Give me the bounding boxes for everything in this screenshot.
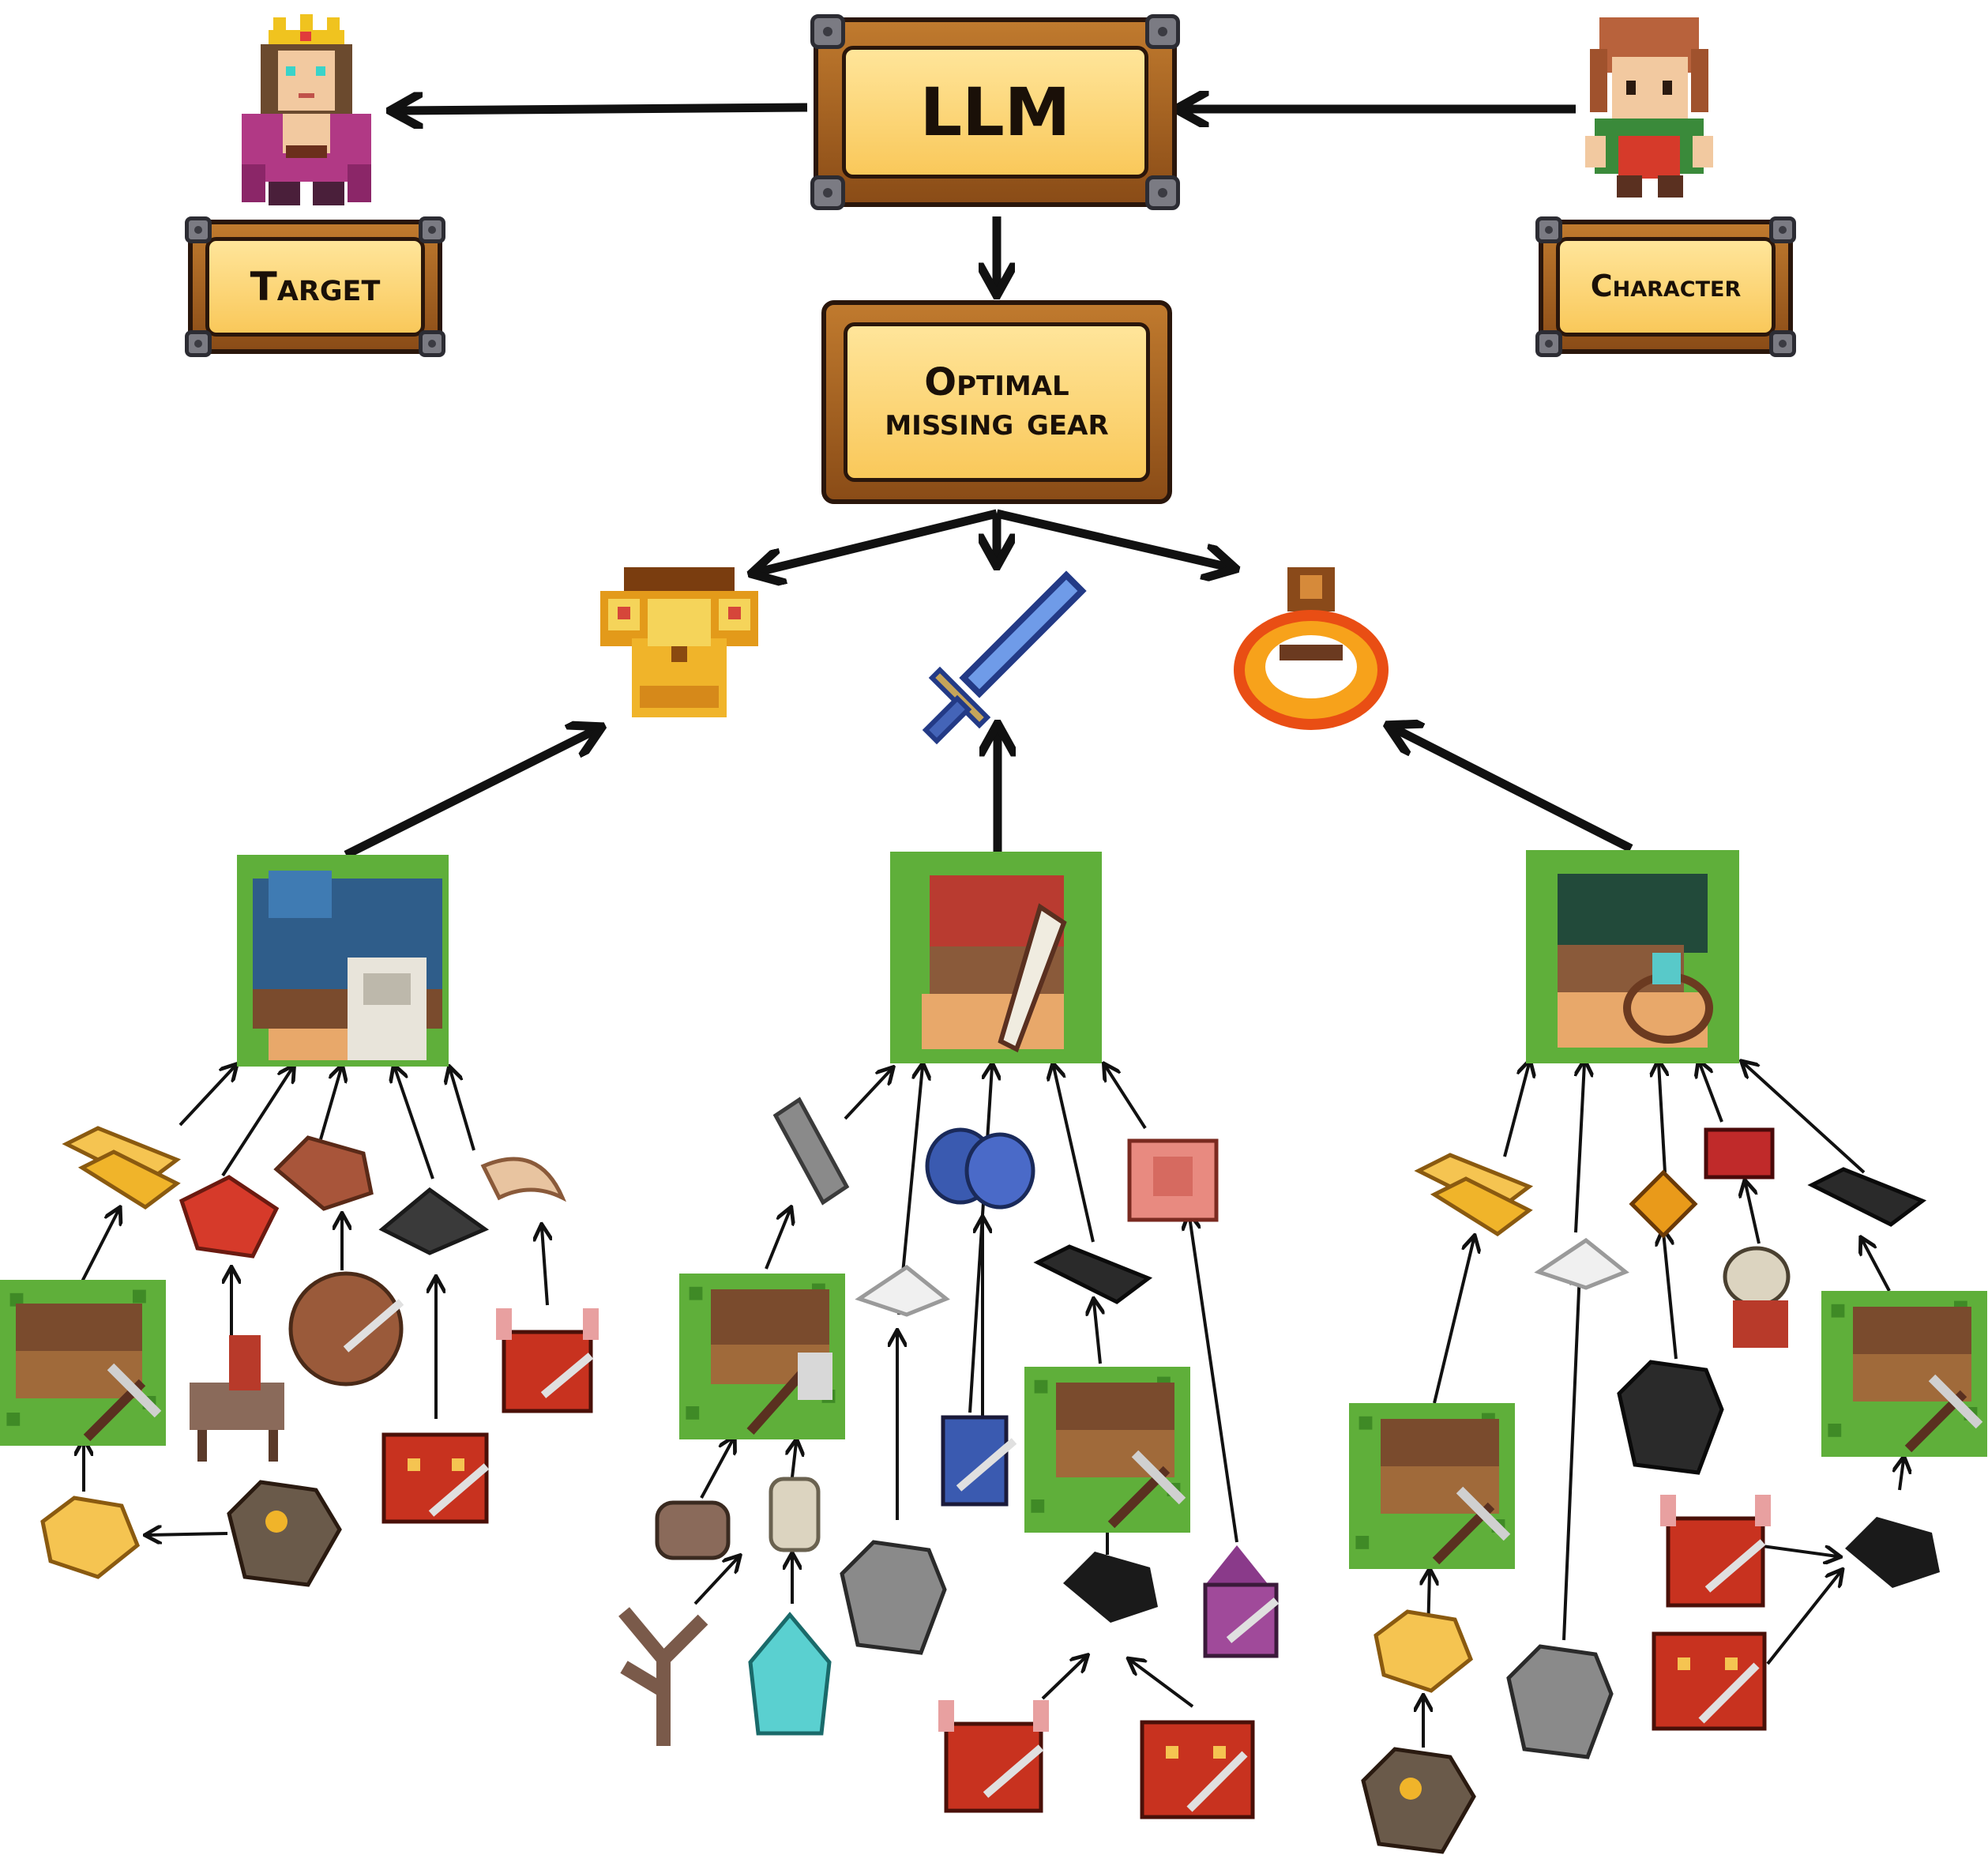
brown-hide-icon [273, 1135, 374, 1211]
demon-enemy-3 [1652, 1631, 1767, 1731]
sapphire-stack-icon [925, 1127, 1035, 1210]
red-leather-icon [179, 1175, 280, 1259]
planks-icon [772, 1097, 850, 1206]
woodcutter-station [679, 1274, 845, 1439]
imp-enemy-3 [1660, 1495, 1771, 1608]
princess-target-sprite [242, 14, 371, 205]
bone-icon [769, 1477, 821, 1552]
stone-ore-icon-2 [1506, 1644, 1614, 1759]
coal-bar-icon-2 [1807, 1167, 1927, 1227]
optimal-missing-gear-box: Optimal missing gear [821, 300, 1172, 504]
amber-gem-icon [1629, 1169, 1698, 1239]
arrow-optimal-to-armor [758, 509, 998, 572]
horn-icon [480, 1157, 566, 1202]
llm-box: LLM [810, 14, 1180, 210]
mine-station-3 [1349, 1403, 1515, 1569]
dead-tree-icon [618, 1607, 708, 1746]
bear-enemy [288, 1271, 404, 1387]
arrow-optimal-to-ring [995, 509, 1229, 567]
golden-armor-icon [600, 567, 758, 717]
stone-ore-icon [840, 1540, 947, 1655]
blue-sword-icon [922, 570, 1087, 745]
horseman-enemy [190, 1335, 284, 1462]
coal-bar-icon [1033, 1244, 1153, 1304]
coal-dust-icon [378, 1187, 490, 1255]
weaponsmith-station [890, 852, 1102, 1063]
wizard-enemy [1203, 1545, 1280, 1658]
skull-mage-enemy [1723, 1246, 1791, 1348]
target-label: Target [250, 263, 381, 310]
salt-icon-2 [1534, 1237, 1629, 1290]
mine-station-2 [1024, 1367, 1190, 1533]
gold-ore-icon [40, 1496, 141, 1579]
salt-icon [855, 1264, 950, 1317]
gold-ingot-icon-2 [1414, 1153, 1534, 1237]
coal-chunk-icon-2 [1845, 1517, 1940, 1588]
stone-icon [655, 1500, 731, 1560]
demon-enemy-2 [1140, 1720, 1255, 1819]
mine-station-4 [1821, 1291, 1987, 1457]
dependency-arrows [82, 1063, 1903, 1748]
arrow-station3-to-ring [1394, 728, 1633, 852]
demon-enemy [381, 1432, 490, 1524]
character-box: Character [1535, 216, 1796, 357]
goblin-enemy [941, 1415, 1017, 1507]
coal-chunk-icon [1063, 1552, 1158, 1623]
imp-enemy [496, 1308, 599, 1413]
target-box: Target [185, 216, 445, 357]
coal-ore-icon [1617, 1360, 1724, 1475]
potion-crate-icon [1704, 1127, 1775, 1180]
book-icon [1127, 1138, 1219, 1222]
fire-ring-icon [1234, 567, 1389, 730]
ore-rock-icon [227, 1480, 342, 1587]
imp-enemy-2 [938, 1700, 1049, 1813]
arrow-llm-to-target [397, 107, 808, 111]
mine-station [0, 1280, 166, 1446]
arrow-station1-to-armor [344, 730, 596, 859]
gold-ingot-icon [62, 1126, 182, 1210]
armor-workshop-station [237, 855, 449, 1067]
hero-character-sprite [1585, 17, 1713, 198]
crystal-tree-icon [748, 1612, 832, 1736]
character-label: Character [1590, 269, 1742, 304]
jeweler-workshop-station [1526, 850, 1739, 1063]
gold-ore-icon-2 [1374, 1609, 1474, 1693]
optimal-label-line1: Optimal [924, 359, 1069, 404]
llm-label: LLM [919, 73, 1071, 151]
ore-rock-icon-2 [1361, 1747, 1476, 1854]
optimal-label-line2: missing gear [885, 400, 1109, 444]
